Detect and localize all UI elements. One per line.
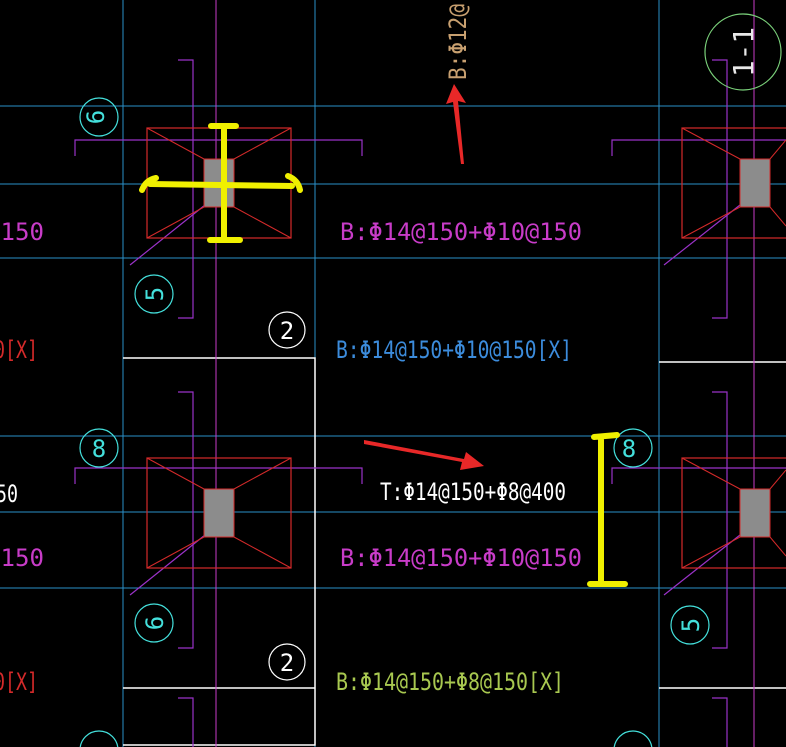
pile-bubble — [79, 97, 119, 137]
pile-bubble — [670, 605, 710, 645]
pile-bubble — [134, 603, 174, 643]
pile-number: 8 — [622, 435, 636, 463]
pile-bubble — [613, 730, 653, 747]
rebar-leaders — [74, 59, 786, 747]
leader-bracket — [712, 59, 728, 319]
pile-bubbles — [79, 97, 710, 747]
slab-bubble — [268, 643, 306, 681]
pile-cap-outline — [681, 127, 786, 239]
section-label: 1-1 — [727, 27, 760, 77]
yellow-markup — [139, 123, 628, 587]
pile-cap-diagonal — [769, 139, 786, 160]
annotation-arrows — [364, 84, 484, 470]
pile-number: 8 — [92, 435, 106, 463]
pile-cap-diagonal — [233, 536, 292, 569]
pile-cap-diagonal — [233, 457, 292, 490]
pile-cap-diagonal — [769, 536, 786, 557]
leader-bracket — [178, 697, 194, 747]
pile-bubble — [613, 428, 653, 468]
leader-bracket — [178, 59, 194, 319]
slab-boundaries — [123, 357, 786, 746]
rebar-label-top: T:Φ14@150+Φ8@400 — [380, 478, 566, 506]
pile-cap-upper-right — [681, 127, 786, 239]
pile-cap-diagonal — [769, 469, 786, 490]
leader-bracket — [611, 139, 786, 156]
leader-bracket — [74, 467, 363, 484]
annotation-arrow-right — [364, 440, 484, 470]
leader-diagonal — [663, 534, 741, 596]
column — [739, 158, 771, 208]
pile-number: 5 — [677, 618, 705, 632]
rebar-label-bottom-x: B:Φ14@150+Φ8@150[X] — [336, 668, 564, 696]
pile-number: 6 — [141, 616, 169, 630]
section-bubble — [704, 13, 782, 91]
leader-diagonal — [663, 204, 741, 266]
pile-cap-diagonal — [233, 206, 292, 239]
leader-bracket — [712, 697, 728, 747]
slab-bubble — [268, 311, 306, 349]
pile-number: 5 — [141, 287, 169, 301]
slab-number: 2 — [280, 317, 294, 345]
pile-cap-diagonal — [146, 127, 205, 160]
pile-bubble — [134, 274, 174, 314]
rebar-label-bottom: B:Φ14@150+Φ10@150 — [340, 544, 582, 572]
pile-cap-lower-left — [146, 457, 292, 569]
pile-cap-diagonal — [681, 127, 741, 160]
markup-bracket — [587, 432, 628, 587]
leader-bracket — [611, 467, 786, 484]
markup-cross-horizontal — [139, 173, 303, 193]
pile-cap-diagonal — [146, 536, 205, 569]
pile-cap-diagonal — [681, 457, 741, 490]
rebar-label-bottom-x: B:Φ14@150+Φ10@150[X] — [336, 336, 572, 364]
pile-cap-outline — [681, 457, 786, 569]
pile-cap-diagonal — [681, 206, 741, 239]
pile-number: 6 — [82, 110, 110, 124]
pile-cap-lower-right — [681, 457, 786, 569]
rebar-label-partial: 0[X] — [0, 336, 38, 364]
pile-bubble — [79, 428, 119, 468]
rebar-label-partial: @150 — [0, 218, 44, 246]
annotation-arrow-up — [446, 84, 466, 164]
pile-cap-diagonal — [769, 206, 786, 227]
rebar-label-bottom: B:Φ14@150+Φ10@150 — [340, 218, 582, 246]
leader-bracket — [178, 391, 194, 649]
pile-cap-outline — [146, 457, 292, 569]
column — [739, 488, 771, 538]
leader-diagonal — [129, 534, 206, 596]
slab-edge — [123, 357, 316, 746]
leader-bracket — [712, 391, 728, 649]
rebar-label-partial: 50 — [0, 480, 18, 508]
pile-cap-diagonal — [146, 206, 205, 239]
pile-cap-diagonal — [233, 127, 292, 160]
column — [203, 488, 235, 538]
rebar-label-top-vertical: B:Φ12@ — [444, 4, 472, 80]
rebar-label-partial: @150 — [0, 544, 44, 572]
rebar-label-partial: 0[X] — [0, 668, 38, 696]
leader-bracket — [74, 139, 363, 156]
pile-cap-diagonal — [681, 536, 741, 569]
leader-diagonal — [129, 204, 206, 266]
pile-bubble — [79, 730, 119, 747]
slab-number: 2 — [280, 649, 294, 677]
pile-cap-diagonal — [146, 457, 205, 490]
